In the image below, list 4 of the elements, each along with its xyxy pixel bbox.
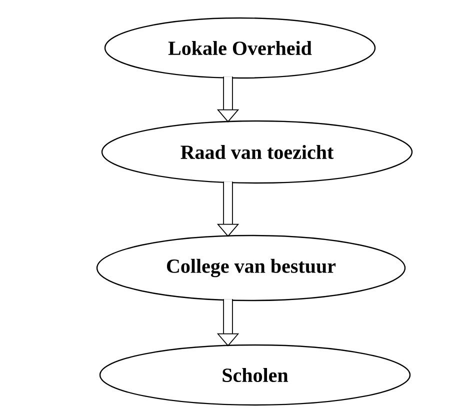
ellipse-node: Scholen <box>99 344 411 406</box>
ellipse-node: Lokale Overheid <box>104 17 376 79</box>
ellipse-node: College van bestuur <box>96 234 406 302</box>
ellipse-node: Raad van toezicht <box>101 120 413 184</box>
